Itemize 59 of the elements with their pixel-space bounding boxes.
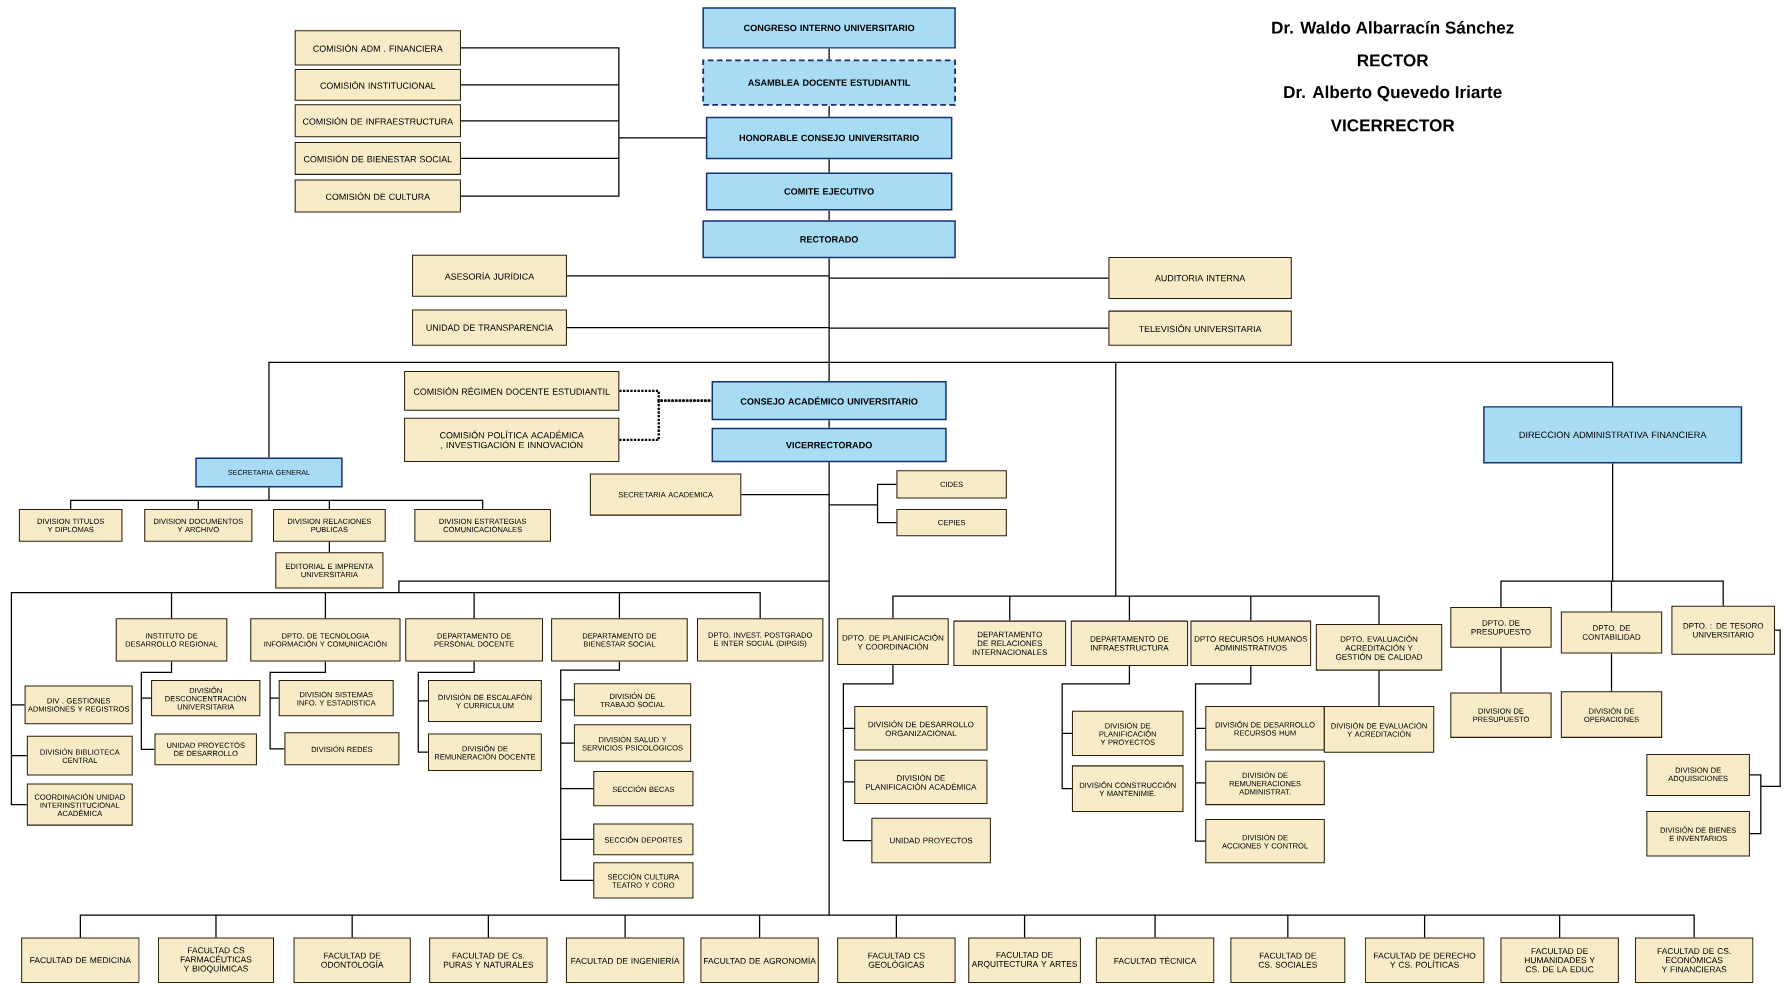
- unit-box: COMISIÓN POLÍTICA ACADÉMICA , INVESTIGACIÓN E INNOVACIÓN: [404, 418, 620, 463]
- unit-box: ASESORÍA JURÍDICA: [412, 255, 567, 298]
- heading-text: VICERRECTOR: [1330, 119, 1455, 132]
- unit-box: COMISIÓN DE BIENESTAR SOCIAL: [294, 142, 461, 176]
- branch-connector: [140, 661, 173, 751]
- connector-line: [1500, 647, 1502, 694]
- heading-text: Dr. Alberto Quevedo Iriarte: [1284, 85, 1502, 102]
- branch-connector: [1061, 665, 1131, 790]
- branch-connector: [417, 661, 475, 754]
- dashed-connector: [619, 399, 712, 442]
- connector-line: [328, 541, 330, 554]
- unit-box: VICERRECTORADO: [711, 428, 947, 463]
- connector-line: [828, 210, 830, 222]
- unit-box: ASAMBLEA DOCENTE ESTUDIANTIL: [702, 59, 956, 106]
- branch-connector: [269, 661, 326, 750]
- unit-box: FACULTAD DE AGRONOMÍA: [700, 937, 819, 984]
- unit-box: COMITE EJECUTIVO: [705, 172, 953, 211]
- heading-text: RECTOR: [1357, 54, 1429, 67]
- connector-line: [1378, 670, 1380, 707]
- unit-box: FACULTAD DE HUMANIDADES Y CS. DE LA EDUC: [1500, 937, 1619, 984]
- unit-box: FACULTAD DE MEDICINA: [21, 937, 140, 984]
- branch-connector: [10, 461, 1695, 939]
- connector-line: [828, 105, 830, 118]
- branch-connector: [560, 661, 621, 882]
- unit-box: TELEVISIÓN UNIVERSITARIA: [1108, 310, 1292, 347]
- unit-box: HONORABLE CONSEJO UNIVERSITARIO: [705, 116, 953, 160]
- unit-box: FACULTAD DE CS. ECONÓMICAS Y FINANCIERAS: [1634, 937, 1754, 984]
- branch-connector: [1749, 629, 1781, 835]
- branch-connector: [1194, 665, 1252, 842]
- unit-box: RECTORADO: [702, 220, 956, 259]
- branch-connector: [460, 47, 707, 197]
- unit-box: COMISIÓN ADM . FINANCIERA: [294, 30, 461, 66]
- branch-connector: [1500, 463, 1724, 613]
- branch-connector: [70, 487, 484, 510]
- unit-box: CONSEJO ACADÉMICO UNIVERSITARIO: [711, 381, 947, 421]
- unit-box: FACULTAD DE CS. SOCIALES: [1230, 937, 1346, 984]
- connector-line: [1610, 653, 1613, 693]
- unit-box: COMISIÓN RÉGIMEN DOCENTE ESTUDIANTIL: [404, 371, 620, 412]
- unit-box: FACULTAD DE Cs. PURAS Y NATURALES: [429, 937, 548, 984]
- unit-box: FACULTAD TÉCNICA: [1095, 937, 1215, 984]
- unit-box: FACULTAD CS FARMACÉUTICAS Y BIOQUÍMICAS: [157, 937, 275, 984]
- unit-box: CONGRESO INTERNO UNIVERSITARIO: [702, 7, 956, 49]
- unit-box: COMISIÓN DE INFRAESTRUCTURA: [294, 104, 461, 138]
- unit-box: FACULTAD DE ARQUITECTURA Y ARTES: [968, 937, 1081, 984]
- unit-box: FACULTAD DE ODONTOLOGÍA: [293, 937, 411, 984]
- unit-box: COMISIÓN DE CULTURA: [294, 179, 461, 213]
- heading-text: Dr. Waldo Albarracín Sánchez: [1272, 21, 1514, 34]
- unit-box: FACULTAD DE DERECHO Y CS. POLÍTICAS: [1364, 937, 1485, 984]
- unit-box: UNIDAD DE TRANSPARENCIA: [412, 309, 567, 347]
- unit-box: DIRECCION ADMINISTRATIVA FINANCIERA: [1483, 406, 1743, 464]
- unit-box: FACULTAD CS GEOLÓGICAS: [837, 937, 956, 984]
- unit-box: AUDITORIA INTERNA: [1108, 257, 1292, 300]
- unit-box: FACULTAD DE INGENIERÍA: [565, 937, 685, 984]
- branch-connector: [842, 664, 894, 842]
- unit-box: COMISIÓN INSTITUCIONAL: [294, 69, 461, 102]
- connector-line: [828, 48, 830, 61]
- branch-connector: [268, 257, 1614, 625]
- connector-line: [828, 158, 830, 174]
- connector-line: [828, 419, 830, 429]
